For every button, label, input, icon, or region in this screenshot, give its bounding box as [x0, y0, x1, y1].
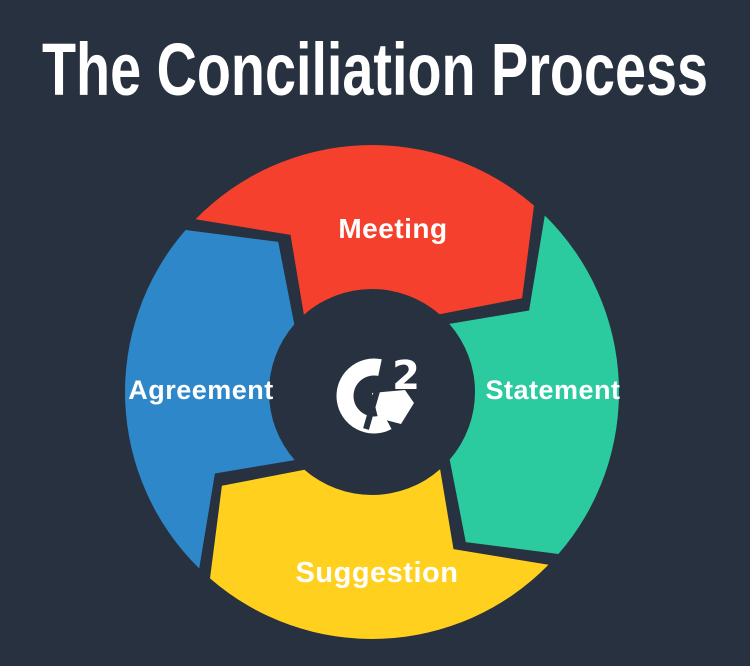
g2-logo-ring	[336, 358, 392, 434]
segment-meeting	[195, 145, 534, 315]
segment-label-agreement: Agreement	[128, 375, 274, 405]
segment-statement	[449, 215, 619, 554]
segment-agreement	[125, 230, 295, 569]
g2-logo-notch	[363, 390, 380, 430]
g2-logo: 2	[336, 353, 420, 434]
cycle-segments	[125, 145, 619, 639]
segment-labels: Meeting Statement Suggestion Agreement	[128, 213, 620, 589]
segment-label-suggestion: Suggestion	[296, 557, 459, 589]
segment-suggestion	[210, 469, 549, 639]
page-title: The Conciliation Process	[42, 28, 708, 111]
segment-label-meeting: Meeting	[338, 213, 447, 244]
g2-logo-arrow	[372, 390, 414, 424]
segment-label-statement: Statement	[485, 375, 620, 405]
g2-logo-superscript: 2	[392, 353, 420, 399]
